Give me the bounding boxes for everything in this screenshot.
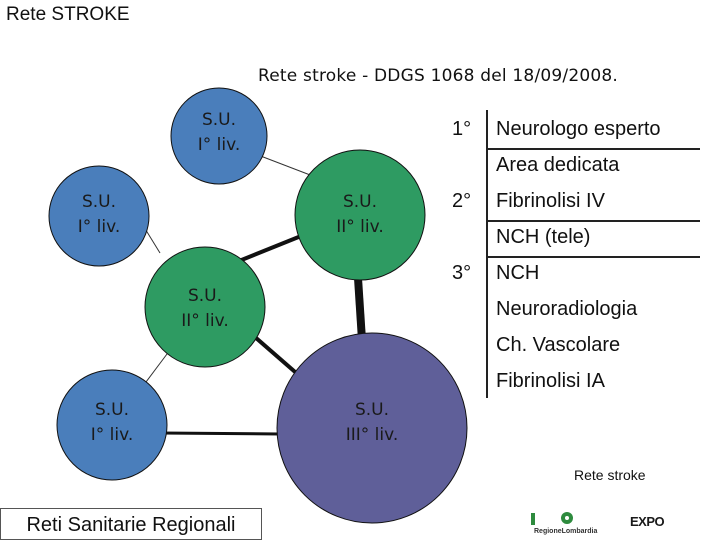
levels-separator bbox=[488, 220, 700, 222]
level-3-item: Neuroradiologia bbox=[496, 298, 638, 320]
link-node3-node6 bbox=[354, 277, 366, 341]
expo-logo: EXPO bbox=[620, 510, 692, 538]
level-1-item: Neurologo esperto bbox=[496, 118, 661, 140]
level-3-label: 3° bbox=[452, 262, 472, 284]
level-2-item: NCH (tele) bbox=[496, 226, 591, 248]
lombardia-rose-icon bbox=[528, 510, 606, 538]
level-1-label: 1° bbox=[452, 118, 472, 140]
node-su-3 bbox=[276, 332, 468, 524]
lombardia-logo-text: RegioneLombardia bbox=[534, 528, 598, 535]
levels-divider-vertical bbox=[486, 110, 488, 398]
node-su-1-bottom bbox=[56, 369, 168, 481]
node-su-2-right bbox=[294, 149, 426, 281]
expo-logo-text: EXPO bbox=[630, 514, 665, 529]
level-2-item: Fibrinolisi IV bbox=[496, 190, 605, 212]
level-3-item: NCH bbox=[496, 262, 540, 284]
link-node1-node3 bbox=[257, 154, 319, 179]
node-su-3-label: S.U. III° liv. bbox=[345, 400, 399, 445]
link-node5-node6 bbox=[159, 431, 281, 436]
level-2-label: 2° bbox=[452, 190, 472, 212]
node-su-2-middle-label: S.U. II° liv. bbox=[181, 286, 229, 331]
node-su-2-middle bbox=[144, 246, 266, 368]
node-su-1-left bbox=[48, 165, 150, 267]
level-3-item: Fibrinolisi IA bbox=[496, 370, 605, 392]
levels-separator bbox=[488, 148, 700, 150]
node-su-1-top-label: S.U. I° liv. bbox=[197, 110, 241, 155]
node-su-2-right-label: S.U. II° liv. bbox=[336, 192, 384, 237]
node-su-1-top bbox=[170, 87, 268, 185]
slide-title: Rete STROKE bbox=[6, 4, 130, 25]
slide-subtitle: Rete stroke - DDGS 1068 del 18/09/2008. bbox=[258, 66, 618, 86]
level-1-item: Area dedicata bbox=[496, 154, 620, 176]
node-su-1-left-label: S.U. I° liv. bbox=[77, 192, 121, 237]
diagram-caption: Rete stroke bbox=[574, 467, 646, 483]
level-3-item: Ch. Vascolare bbox=[496, 334, 621, 356]
regione-lombardia-logo: RegioneLombardia bbox=[528, 510, 606, 538]
node-su-1-bottom-label: S.U. I° liv. bbox=[90, 400, 134, 445]
footer-label: Reti Sanitarie Regionali bbox=[0, 508, 262, 540]
levels-separator bbox=[488, 256, 700, 258]
